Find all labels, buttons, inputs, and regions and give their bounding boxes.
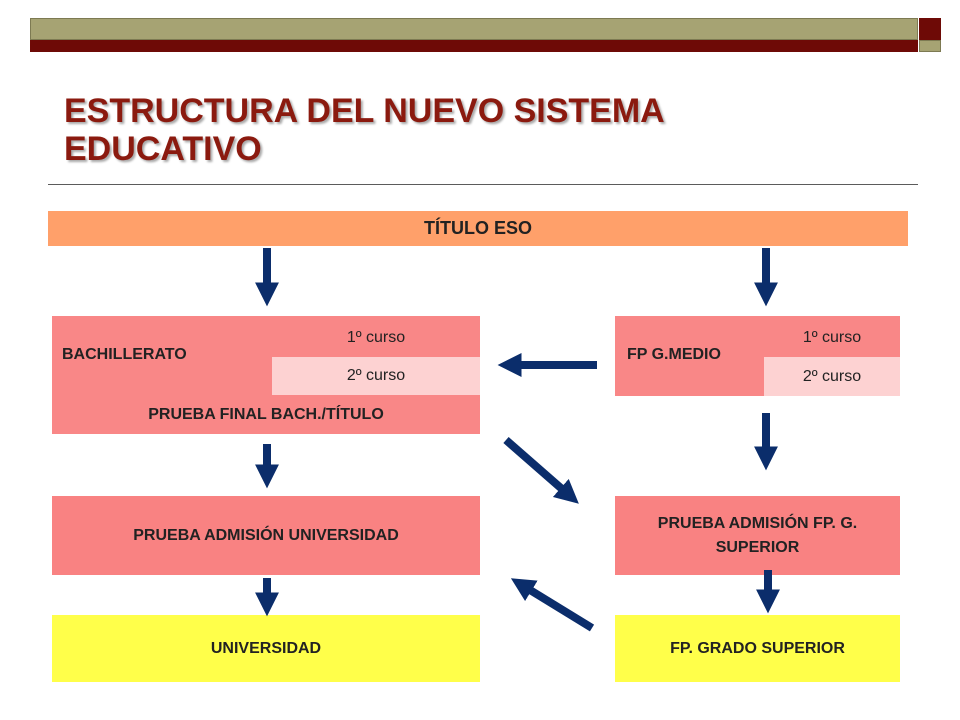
arrow-fp-superior-to-universidad: [510, 578, 595, 632]
prueba-fp-line-1: PRUEBA ADMISIÓN FP. G.: [657, 514, 858, 532]
universidad-box: UNIVERSIDAD: [52, 615, 480, 682]
prueba-fp-line-2: SUPERIOR: [715, 538, 800, 556]
fp-medio-curso-1: 1º curso: [802, 329, 862, 346]
page-title-line-2: EDUCATIVO: [64, 130, 262, 168]
fp-grado-superior-box: FP. GRADO SUPERIOR: [615, 615, 900, 682]
prueba-final-bachillerato: PRUEBA FINAL BACH./TÍTULO: [148, 406, 384, 423]
bachillerato-curso-2: 2º curso: [272, 357, 480, 395]
header-square-olive: [919, 40, 941, 52]
header-square-maroon: [919, 18, 941, 40]
fp-medio-label: FP G.MEDIO: [627, 346, 721, 363]
header-bar-maroon: [30, 40, 918, 52]
titulo-eso-box: TÍTULO ESO: [48, 211, 908, 246]
header-bar-olive: [30, 18, 918, 40]
bachillerato-label: BACHILLERATO: [62, 346, 187, 363]
bachillerato-curso-1: 1º curso: [346, 329, 406, 346]
fp-medio-curso-2: 2º curso: [764, 357, 900, 396]
arrow-bachillerato-to-prueba-fp: [503, 436, 579, 504]
page-title-line-1: ESTRUCTURA DEL NUEVO SISTEMA: [64, 92, 665, 130]
prueba-admision-fp-superior-box: PRUEBA ADMISIÓN FP. G. SUPERIOR: [615, 496, 900, 575]
title-divider: [48, 184, 918, 185]
prueba-admision-universidad-box: PRUEBA ADMISIÓN UNIVERSIDAD: [52, 496, 480, 575]
page-title: ESTRUCTURA DEL NUEVO SISTEMA EDUCATIVO: [64, 92, 864, 168]
